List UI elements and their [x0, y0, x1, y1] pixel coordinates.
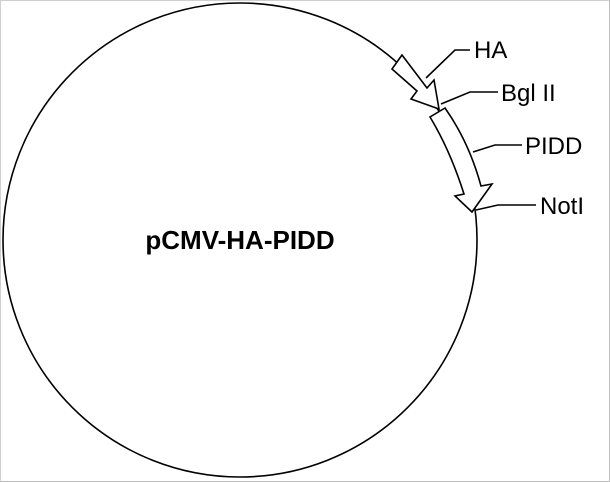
- bglii-leader-line: [440, 91, 498, 105]
- notI-label: NotI: [540, 193, 584, 220]
- pidd-leader-line: [472, 144, 522, 153]
- ha-leader-line: [425, 49, 470, 79]
- bglii-label: Bgl II: [501, 80, 556, 107]
- pidd-label: PIDD: [525, 133, 582, 160]
- plasmid-backbone: [2, 2, 478, 478]
- pidd-feature-arrow: [428, 106, 494, 214]
- ha-label: HA: [474, 37, 507, 64]
- notI-leader-line: [475, 204, 536, 211]
- ha-feature-arrow: [390, 53, 441, 111]
- plasmid-name: pCMV-HA-PIDD: [145, 225, 334, 255]
